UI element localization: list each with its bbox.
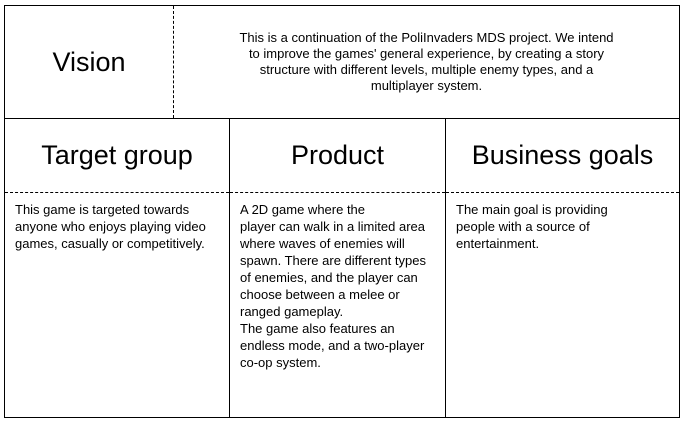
vision-section: Vision This is a continuation of the Pol… xyxy=(4,5,680,119)
target-group-title: Target group xyxy=(41,140,193,170)
vision-text: This is a continuation of the PoliInvade… xyxy=(239,30,614,93)
target-group-divider xyxy=(5,192,229,193)
target-group-section: Target group This game is targeted towar… xyxy=(4,118,230,418)
vision-title: Vision xyxy=(52,46,126,77)
product-title: Product xyxy=(290,140,385,170)
product-section: Product A 2D game where the player can w… xyxy=(229,118,446,418)
vision-divider xyxy=(173,6,174,118)
product-text: A 2D game where the player can walk in a… xyxy=(240,202,426,370)
product-divider xyxy=(230,192,445,193)
business-goals-divider xyxy=(446,192,679,193)
business-goals-text: The main goal is providing people with a… xyxy=(456,202,608,251)
target-group-text: This game is targeted towards anyone who… xyxy=(15,202,206,251)
business-goals-section: Business goals The main goal is providin… xyxy=(445,118,680,418)
business-goals-title: Business goals xyxy=(471,140,654,170)
